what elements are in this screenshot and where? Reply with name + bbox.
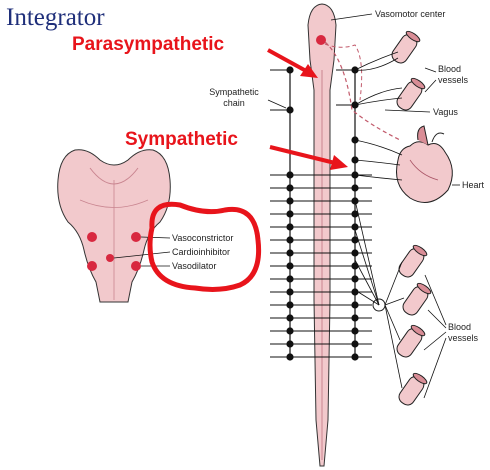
vasodilator-label: Vasodilator xyxy=(172,261,217,271)
heart-label: Heart xyxy=(462,180,485,190)
cardioinhibitor-label: Cardioinhibitor xyxy=(172,247,231,257)
vasomotor-nucleus xyxy=(316,35,326,45)
blood-vessels-bottom xyxy=(396,244,432,406)
blood-vessel xyxy=(398,244,428,278)
page-title: Integrator xyxy=(6,4,105,31)
heart xyxy=(396,125,453,203)
vasoconstrictor-label: Vasoconstrictor xyxy=(172,233,234,243)
vasomotor-center-label: Vasomotor center xyxy=(375,9,446,19)
vagus-label: Vagus xyxy=(433,107,458,117)
brainstem xyxy=(57,149,171,303)
sympathetic-annotation: Sympathetic xyxy=(125,129,238,150)
sympathetic-chain-label: Sympathetic chain xyxy=(209,87,259,108)
sympathetic-arrow xyxy=(269,145,348,170)
blood-vessels-bottom-label: Blood vessels xyxy=(448,322,479,343)
spinal-cord xyxy=(307,3,337,467)
parasympathetic-arrow xyxy=(267,48,318,78)
rami xyxy=(270,69,372,358)
vagus-dashed-path xyxy=(324,41,401,141)
blood-vessels-top-label: Blood vessels xyxy=(438,64,469,85)
blood-vessel xyxy=(398,372,428,406)
highlight-circle xyxy=(147,201,262,292)
medulla-nuclei xyxy=(87,232,141,271)
blood-vessel xyxy=(402,282,432,316)
blood-vessels-top xyxy=(391,30,426,111)
parasympathetic-annotation: Parasympathetic xyxy=(72,34,225,55)
blood-vessel xyxy=(396,324,426,358)
